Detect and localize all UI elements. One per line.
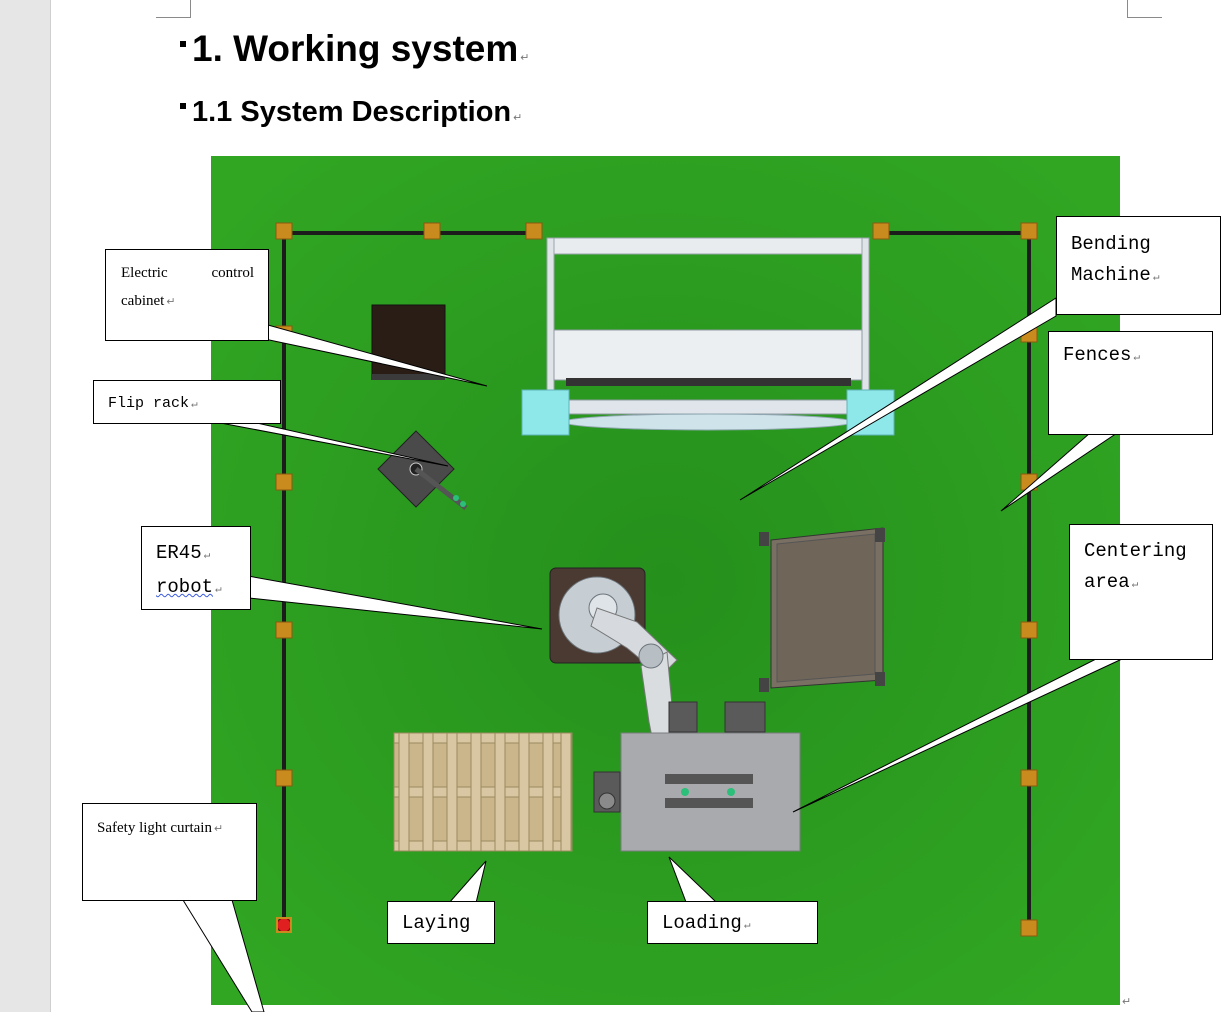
callout-er45-robot: ER45↵ robot↵	[141, 526, 251, 610]
fence-post	[1020, 325, 1038, 343]
fence-post	[275, 473, 293, 491]
fence-post	[1020, 222, 1038, 240]
laying-pallet	[393, 732, 573, 852]
paragraph-mark: ↵	[743, 920, 751, 932]
fence-post	[1020, 769, 1038, 787]
workcell-layout-figure	[211, 156, 1120, 1005]
loading-table	[593, 701, 801, 852]
callout-text: Safety light curtain	[97, 820, 212, 836]
fence-posts	[275, 222, 1038, 937]
fence-post	[1020, 621, 1038, 639]
callout-text: robot	[156, 576, 214, 598]
callout-line: cabinet↵	[121, 293, 254, 310]
crop-mark-top-left	[156, 0, 191, 18]
fence-post	[275, 222, 293, 240]
fence-post	[1020, 473, 1038, 491]
callout-text: cabinet	[121, 293, 165, 309]
callout-safety-light-curtain: Safety light curtain↵	[82, 803, 257, 901]
callout-centering-area: Centering area↵	[1069, 524, 1213, 660]
workcell-layout-svg	[211, 156, 1120, 1005]
callout-electric-control-cabinet: Electric control cabinet↵	[105, 249, 269, 341]
fence-post	[275, 621, 293, 639]
paragraph-mark: ↵	[1152, 272, 1160, 284]
heading-1-text: 1. Working system	[192, 28, 519, 69]
callout-text: Electric	[121, 265, 168, 281]
light-curtain-post	[276, 917, 292, 933]
callout-text: Machine	[1071, 264, 1151, 286]
callout-line: ER45↵	[156, 538, 250, 572]
heading-2-text: 1.1 System Description	[192, 96, 512, 128]
paragraph-end-mark: ↵	[1122, 996, 1132, 1008]
callout-line: Bending	[1071, 229, 1220, 260]
heading-bullet	[180, 103, 186, 110]
callout-text: Laying	[402, 912, 471, 934]
callout-line: Centering	[1084, 536, 1212, 567]
callout-fences: Fences↵	[1048, 331, 1213, 435]
fence-post	[1020, 919, 1038, 937]
er45-robot	[549, 567, 712, 809]
callout-line: Electric control	[121, 265, 254, 282]
centering-table	[759, 527, 885, 692]
heading-working-system: 1. Working system↵	[180, 28, 529, 70]
fence-post	[525, 222, 543, 240]
page-margin-gutter	[0, 0, 51, 1012]
fence-post	[872, 222, 890, 240]
callout-laying: Laying	[387, 901, 495, 944]
paragraph-mark: ↵	[191, 399, 198, 411]
paragraph-mark: ↵	[203, 550, 211, 562]
callout-text: Centering	[1084, 540, 1187, 562]
paragraph-mark: ↵	[520, 52, 530, 64]
callout-line: area↵	[1084, 567, 1212, 601]
electric-control-cabinet	[371, 304, 446, 379]
paragraph-mark: ↵	[213, 823, 224, 835]
callout-text: Fences	[1063, 344, 1132, 366]
cabinet-base	[371, 374, 445, 380]
callout-text: area	[1084, 571, 1130, 593]
paragraph-mark: ↵	[1131, 579, 1139, 591]
callout-line: robot↵	[156, 572, 250, 606]
emergency-stop-button	[276, 917, 292, 933]
callout-bending-machine: Bending Machine↵	[1056, 216, 1221, 315]
callout-loading: Loading↵	[647, 901, 818, 944]
callout-text: control	[211, 265, 255, 281]
paragraph-mark: ↵	[215, 584, 222, 596]
callout-line: Machine↵	[1071, 260, 1220, 294]
callout-text: Loading	[662, 912, 742, 934]
heading-bullet	[180, 41, 186, 48]
paragraph-mark: ↵	[166, 296, 176, 308]
crop-mark-top-right	[1127, 0, 1162, 18]
fence-post	[275, 325, 293, 343]
paragraph-mark: ↵	[513, 112, 523, 124]
heading-system-description: 1.1 System Description↵	[180, 96, 522, 129]
paragraph-mark: ↵	[1133, 352, 1141, 364]
callout-flip-rack: Flip rack↵	[93, 380, 281, 424]
green-floor	[211, 156, 1120, 1005]
callout-text: Flip rack	[108, 395, 190, 412]
fence-post	[275, 769, 293, 787]
fence-post	[423, 222, 441, 240]
callout-text: ER45	[156, 542, 202, 564]
callout-text: Bending	[1071, 233, 1151, 255]
